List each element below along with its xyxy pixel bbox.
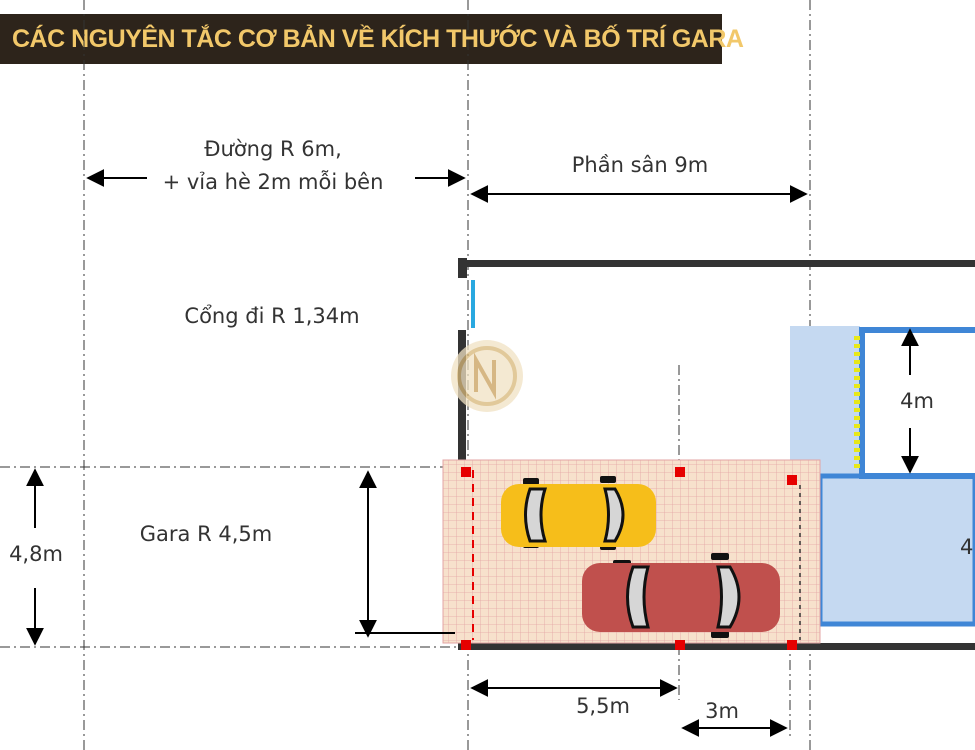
height-4-label: 4m — [900, 389, 934, 413]
gate-label: Cổng đi R 1,34m — [184, 304, 359, 328]
height-left-label: 4,8m — [9, 542, 63, 566]
garage-label: Gara R 4,5m — [140, 522, 272, 546]
red-car — [582, 553, 780, 638]
watermark-logo — [451, 340, 523, 412]
title-banner: CÁC NGUYÊN TẮC CƠ BẢN VỀ KÍCH THƯỚC VÀ B… — [0, 14, 744, 64]
road-label-line1: Đường R 6m, — [204, 137, 342, 161]
yard-label: Phần sân 9m — [572, 153, 708, 177]
length-55-label: 5,5m — [576, 694, 630, 718]
gate-door — [471, 280, 475, 328]
yellow-car — [501, 476, 656, 550]
right-cut-label: 4 — [960, 535, 973, 559]
corner-markers — [461, 467, 797, 650]
banner-title: CÁC NGUYÊN TẮC CƠ BẢN VỀ KÍCH THƯỚC VÀ B… — [12, 24, 744, 53]
road-label-line2: + vỉa hè 2m mỗi bên — [163, 169, 384, 194]
house-block — [790, 326, 975, 627]
dimension-arrows — [26, 169, 919, 737]
length-3-label: 3m — [705, 699, 739, 723]
